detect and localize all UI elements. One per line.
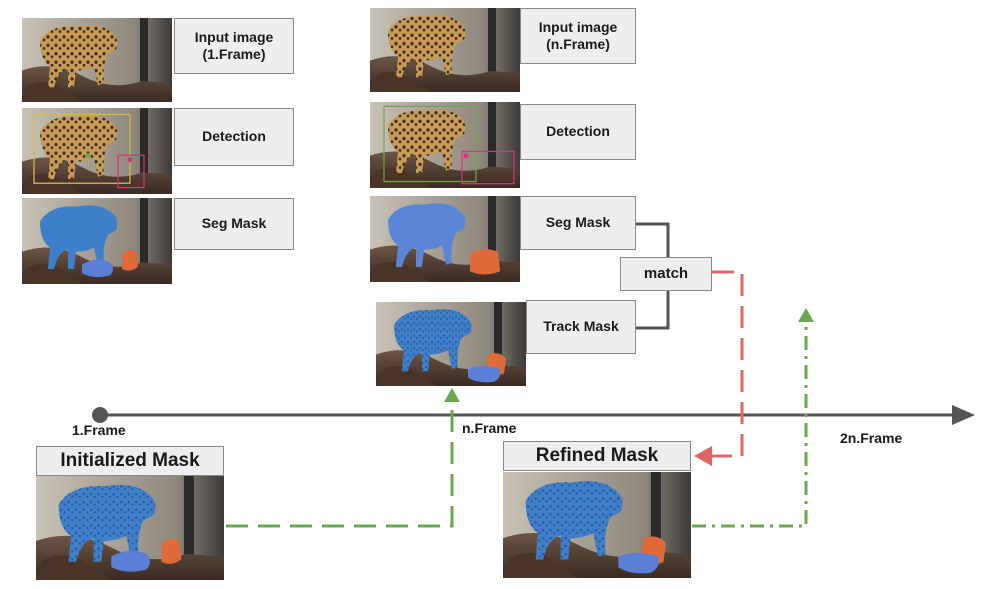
frameN-input-thumbnail bbox=[370, 8, 520, 92]
frame1-detection-label: Detection bbox=[174, 108, 294, 166]
frameN-track-mask-thumbnail bbox=[376, 302, 526, 386]
frameN-seg-mask-label: Seg Mask bbox=[520, 196, 636, 250]
refined-mask-thumbnail bbox=[503, 472, 691, 578]
refined-mask-label: Refined Mask bbox=[503, 441, 691, 471]
frameN-seg-mask-thumbnail bbox=[370, 196, 520, 282]
timeline-start-dot bbox=[92, 407, 108, 423]
initialized-mask-label: Initialized Mask bbox=[36, 446, 224, 476]
frameN-detection-label: Detection bbox=[520, 104, 636, 160]
timeline-label-frame2N: 2n.Frame bbox=[840, 430, 903, 446]
2nframe-arrowhead bbox=[798, 308, 814, 322]
initialized-mask-thumbnail bbox=[36, 476, 224, 580]
frameN-detection-thumbnail bbox=[370, 102, 520, 188]
frameN-track-mask-label: Track Mask bbox=[526, 300, 636, 354]
frameN-input-label: Input image (n.Frame) bbox=[520, 8, 636, 64]
refined-to-2nframe-arrow bbox=[692, 322, 808, 528]
timeline-label-frameN: n.Frame bbox=[462, 420, 517, 436]
frame1-seg-mask-label: Seg Mask bbox=[174, 198, 294, 250]
timeline-arrowhead bbox=[952, 405, 975, 425]
frame1-input-thumbnail bbox=[22, 18, 172, 102]
frame1-input-label: Input image (1.Frame) bbox=[174, 18, 294, 74]
frame1-seg-mask-thumbnail bbox=[22, 198, 172, 284]
refined-arrowhead bbox=[694, 446, 712, 466]
match-to-refined-arrow bbox=[710, 270, 744, 458]
match-box: match bbox=[620, 257, 712, 291]
timeline-label-frame1: 1.Frame bbox=[72, 422, 126, 438]
initialized-to-nframe-arrow bbox=[226, 402, 454, 528]
frame1-detection-thumbnail bbox=[22, 108, 172, 194]
nframe-arrowhead bbox=[444, 388, 460, 402]
